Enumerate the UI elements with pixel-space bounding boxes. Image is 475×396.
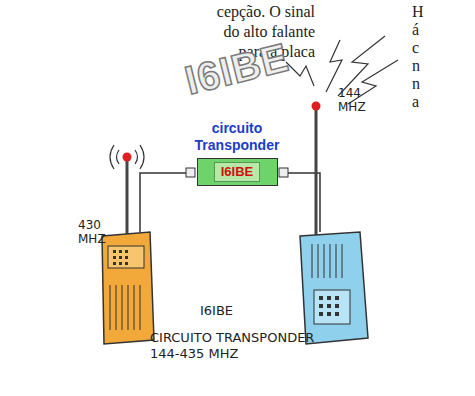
antenna bbox=[126, 158, 129, 238]
paragraph-text: á bbox=[412, 20, 419, 39]
paragraph-text: n bbox=[412, 56, 420, 75]
radio-144 bbox=[300, 232, 368, 344]
box-heading: circuito Transponder bbox=[182, 120, 292, 154]
frequency-label: 144 MHZ bbox=[338, 86, 378, 114]
transponder-box: circuito TransponderI6IBE bbox=[182, 120, 292, 186]
connector-plug bbox=[186, 168, 195, 177]
author-callsign: I6IBE bbox=[200, 303, 233, 319]
watermark: I6IBE bbox=[180, 33, 294, 105]
connector-plug bbox=[279, 168, 288, 177]
paragraph-text: cepção. O sinal bbox=[217, 2, 315, 21]
paragraph-text: a bbox=[412, 92, 419, 111]
frequency-label: 430 MHZ bbox=[78, 218, 118, 246]
radio-waves bbox=[110, 145, 144, 169]
box-label: I6IBE bbox=[214, 162, 261, 182]
antenna-tip bbox=[123, 153, 132, 162]
paragraph-text: H bbox=[412, 2, 424, 21]
circuit-board: I6IBE bbox=[197, 158, 278, 186]
antenna-tip bbox=[312, 102, 321, 111]
paragraph-text: c bbox=[412, 38, 419, 57]
antenna bbox=[315, 108, 318, 236]
caption-text: CIRCUITO TRANSPONDER 144-435 MHZ bbox=[150, 330, 340, 362]
radio-430 bbox=[102, 232, 154, 344]
paragraph-text: n bbox=[412, 74, 420, 93]
